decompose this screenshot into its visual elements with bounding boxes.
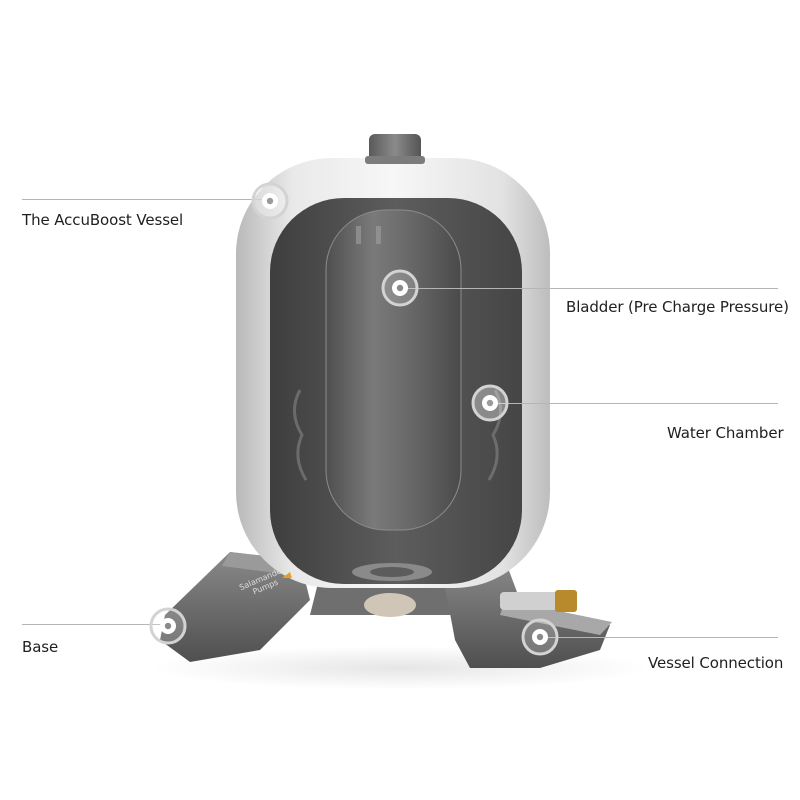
leader-line-vessel	[22, 199, 270, 200]
label-connection: Vessel Connection	[648, 654, 784, 672]
leader-line-connection	[540, 637, 778, 638]
left-foot	[160, 552, 310, 662]
connection-pipe	[500, 592, 558, 610]
marker-vessel-icon	[251, 182, 289, 220]
label-water: Water Chamber	[667, 424, 784, 442]
label-vessel: The AccuBoost Vessel	[22, 211, 184, 229]
brass-outlet	[364, 593, 416, 617]
leader-line-water	[490, 403, 778, 404]
marker-base-icon	[149, 607, 187, 645]
marker-bladder-icon	[381, 269, 419, 307]
label-bladder: Bladder (Pre Charge Pressure)	[566, 298, 789, 316]
leader-line-base	[22, 624, 168, 625]
top-cap	[369, 134, 421, 162]
leader-line-bladder	[400, 288, 778, 289]
brand-accent	[282, 572, 292, 578]
brass-fitting	[555, 590, 577, 612]
marker-water-icon	[471, 384, 509, 422]
marker-connection-icon	[521, 618, 559, 656]
label-base: Base	[22, 638, 59, 656]
bladder	[325, 209, 462, 531]
